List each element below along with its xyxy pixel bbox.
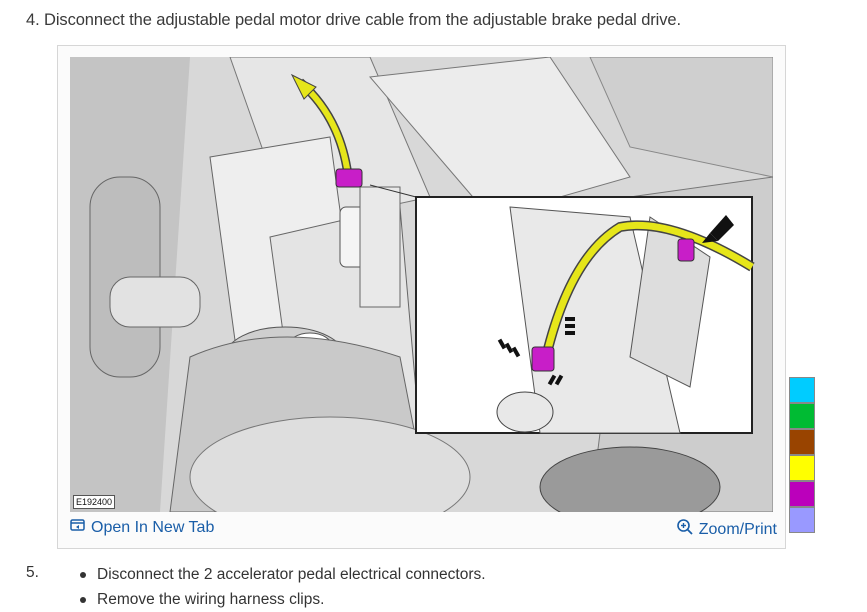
step-5-number: 5.: [26, 564, 39, 581]
zoom-icon: [676, 518, 694, 541]
color-swatch: [789, 377, 815, 403]
step-5-bullets: Disconnect the 2 accelerator pedal elect…: [78, 562, 486, 612]
service-illustration: E192400: [70, 57, 773, 512]
zoom-print-label: Zoom/Print: [698, 520, 777, 538]
color-swatch: [789, 481, 815, 507]
color-swatch: [789, 507, 815, 533]
step-4-instruction: 4. Disconnect the adjustable pedal motor…: [26, 11, 681, 29]
figure-id-label: E192400: [73, 495, 116, 509]
color-swatch: [789, 455, 815, 481]
color-swatch: [789, 403, 815, 429]
list-item: Remove the wiring harness clips.: [78, 587, 486, 612]
color-swatch-column: [789, 377, 815, 533]
open-in-new-tab-label: Open In New Tab: [91, 518, 215, 536]
pedal-illustration-svg: [70, 57, 773, 512]
color-swatch: [789, 429, 815, 455]
zoom-print-link[interactable]: Zoom/Print: [676, 518, 777, 541]
figure-container: E192400 Open In New Tab Zoom/Print: [57, 45, 786, 549]
open-in-new-tab-link[interactable]: Open In New Tab: [70, 518, 214, 537]
open-new-tab-icon: [70, 518, 86, 537]
list-item: Disconnect the 2 accelerator pedal elect…: [78, 562, 486, 587]
